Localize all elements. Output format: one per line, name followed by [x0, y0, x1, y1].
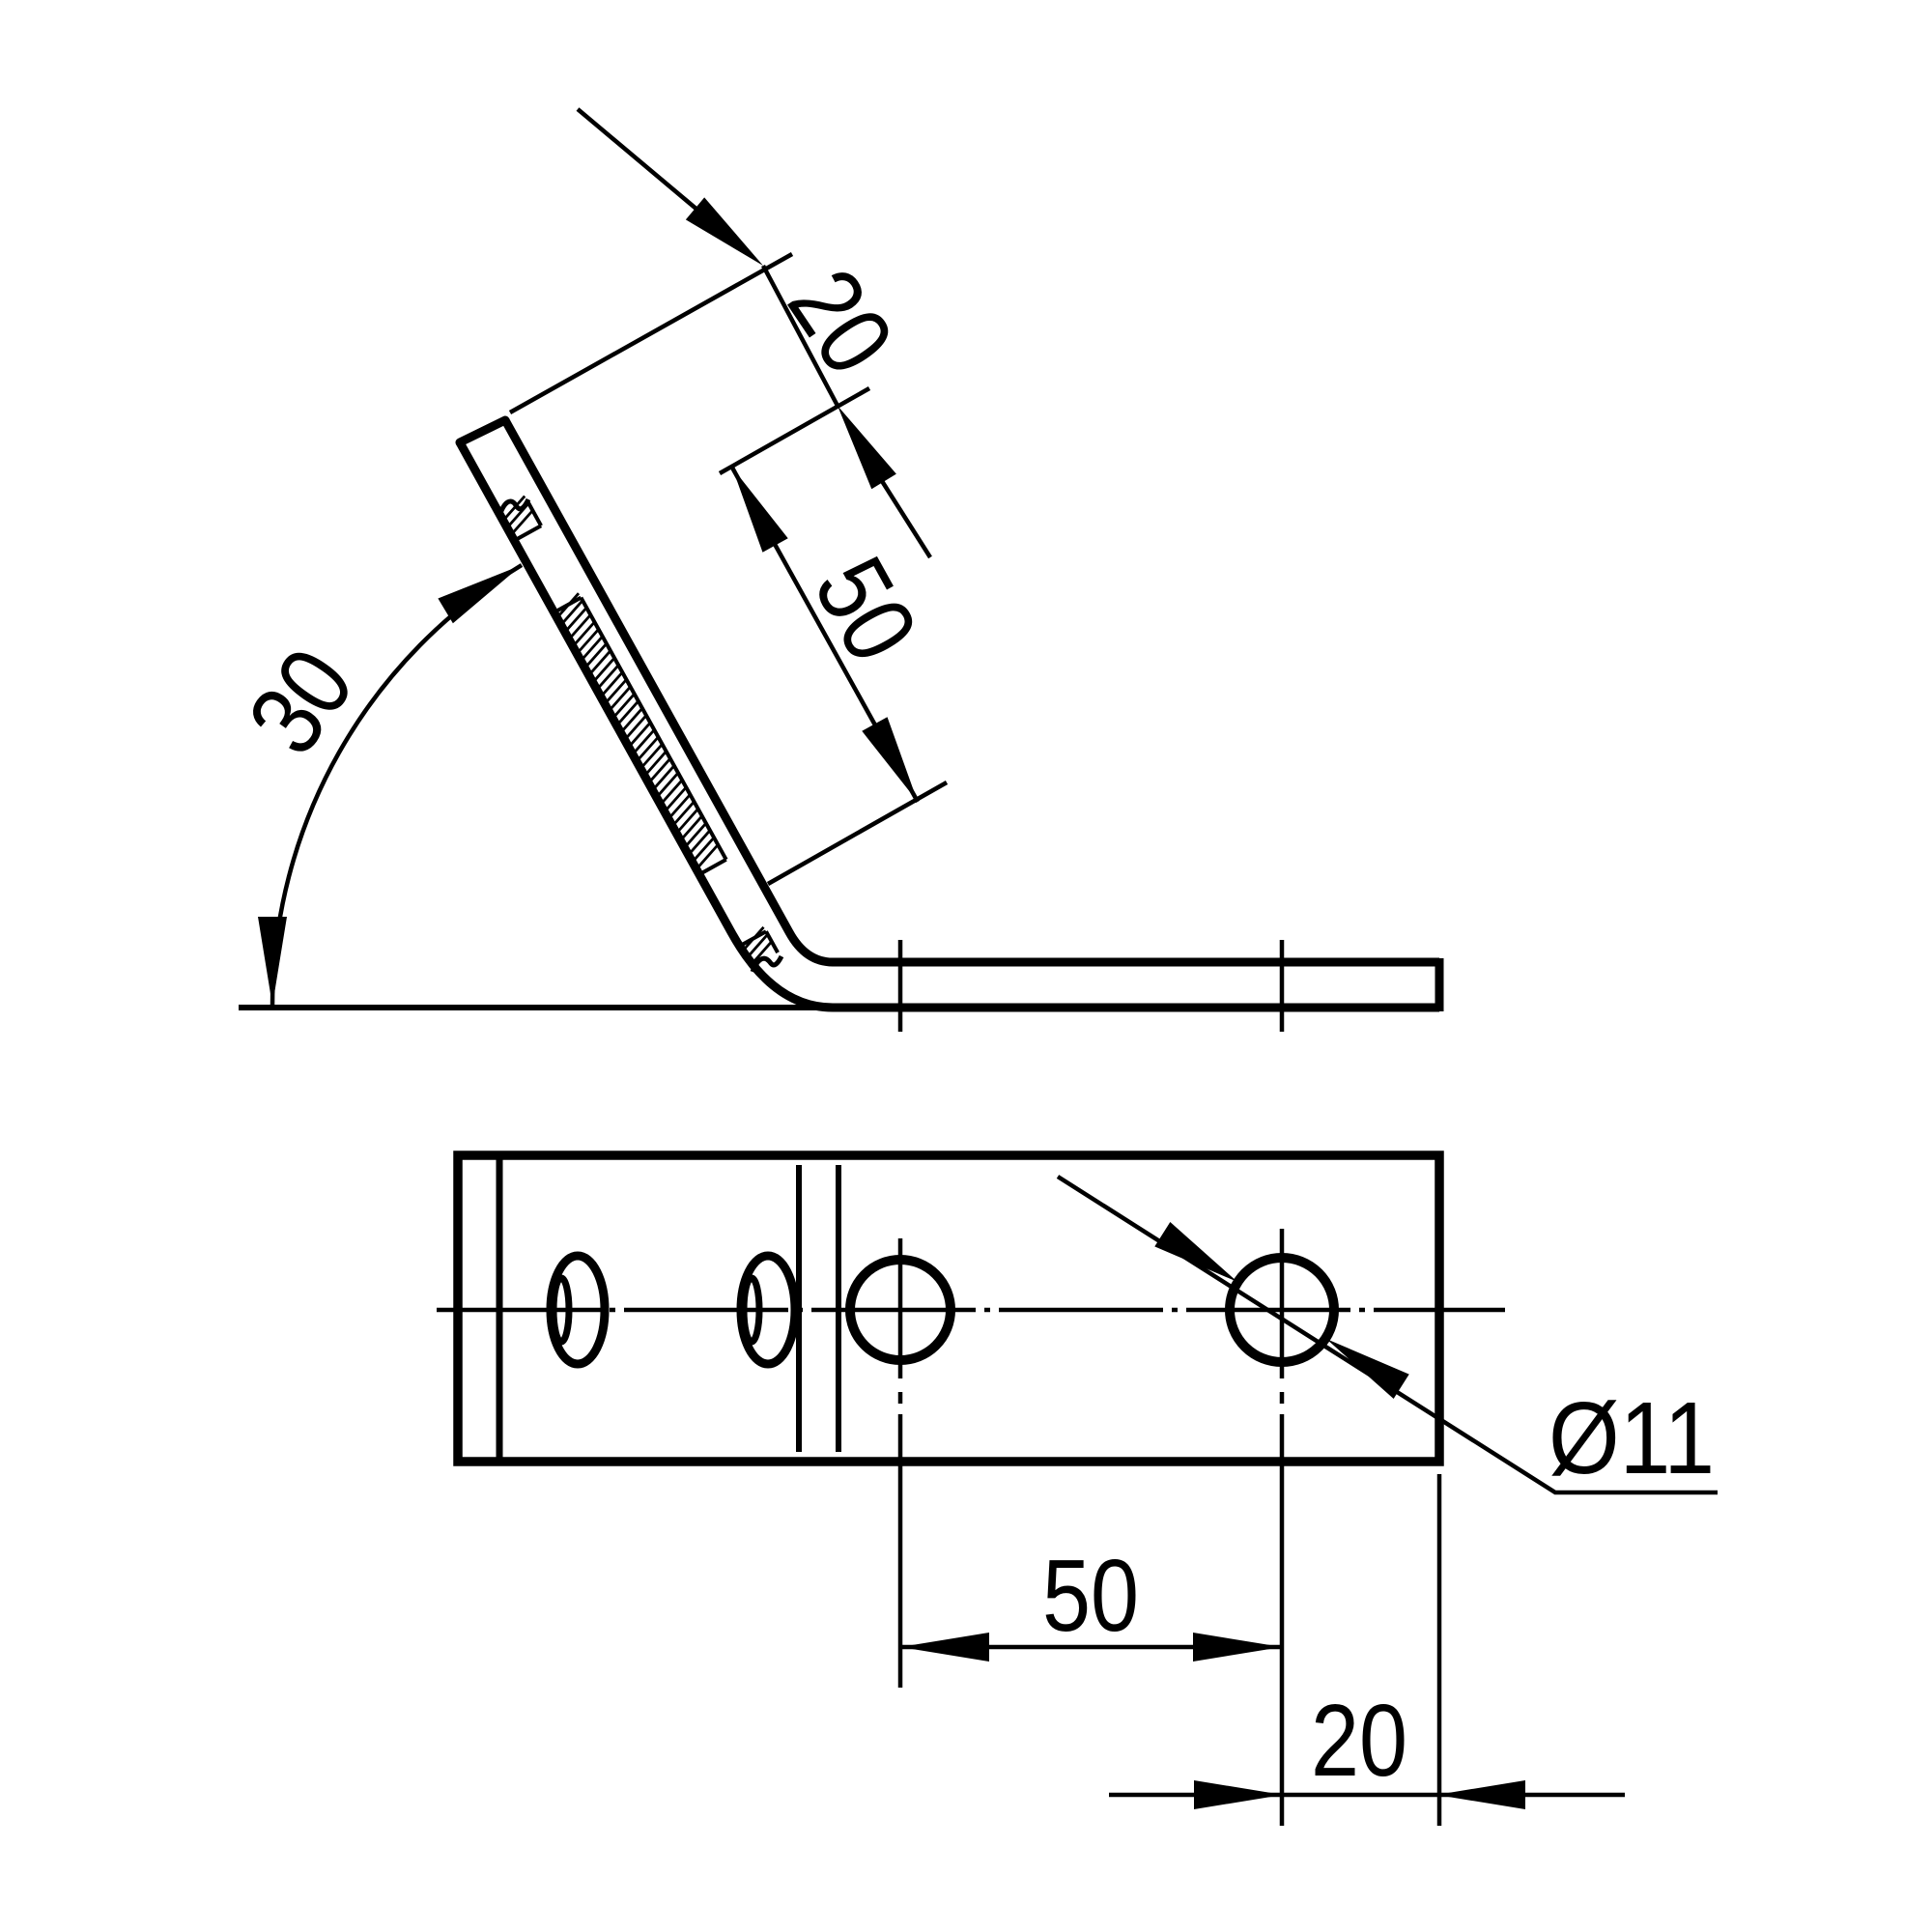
hatch-line: [643, 750, 668, 777]
hatch-line: [576, 628, 600, 654]
hole-edge-line: [514, 524, 543, 542]
hatch-line: [675, 808, 699, 834]
side-dim-50-label: 50: [792, 540, 939, 680]
diameter-leader-line: [1056, 1175, 1718, 1495]
extension-line: [766, 781, 949, 886]
hatch-line: [506, 502, 530, 528]
hatch-line: [583, 642, 608, 668]
arrowhead: [1326, 1339, 1409, 1399]
arrowhead: [838, 406, 896, 490]
hatch-line: [564, 607, 588, 633]
hatch-line: [611, 693, 636, 719]
hatch-line: [692, 837, 716, 863]
bracket-inner-edge: [501, 417, 1439, 967]
hatch-line: [560, 599, 584, 626]
hatch-line: [636, 736, 660, 762]
hatch-line: [660, 779, 684, 806]
hatch-line: [588, 649, 611, 676]
hatch-line: [620, 707, 643, 733]
hatch-line: [639, 743, 664, 769]
hatch-line: [656, 772, 680, 798]
hatch-line: [604, 678, 628, 705]
hatch-line: [741, 925, 765, 952]
hatch-line: [510, 509, 534, 536]
arrowhead: [258, 917, 287, 1006]
hatch-line: [596, 664, 620, 691]
hatch-line: [647, 757, 671, 783]
bracket-outer-edge: [456, 440, 1439, 1012]
break-wavy-line: [750, 954, 784, 973]
hatch-line: [502, 495, 526, 522]
arrowhead: [1154, 1222, 1237, 1282]
arrowhead: [900, 1633, 989, 1662]
hatch-line: [632, 728, 656, 755]
angle-30-label: 30: [227, 629, 376, 774]
plan-dim-20-label: 20: [1311, 1684, 1407, 1798]
hatch-line: [664, 786, 688, 812]
hatch-line: [556, 592, 581, 618]
dim-20-outer-shaft: [880, 479, 932, 559]
arrowhead: [862, 717, 918, 802]
section-hatching: [502, 495, 773, 967]
hatch-line: [580, 635, 604, 662]
hatch-line: [624, 714, 648, 741]
band-boundary: [525, 499, 543, 527]
angle-arc: [270, 563, 524, 1007]
hatch-line: [668, 793, 692, 820]
hatch-line: [684, 822, 707, 848]
hatch-line: [572, 621, 596, 647]
band-boundary: [579, 596, 728, 861]
hatch-line: [652, 764, 675, 791]
hatch-line: [615, 699, 639, 726]
hatch-line: [568, 613, 592, 640]
hole-edge-line: [698, 858, 727, 876]
hatch-line: [592, 657, 616, 683]
hatch-line: [671, 800, 696, 827]
arrowhead: [732, 468, 788, 553]
arrowhead: [1193, 1633, 1282, 1662]
hatch-line: [608, 685, 632, 712]
hole-diameter-label: Ø11: [1548, 1381, 1715, 1495]
hatch-line: [749, 940, 773, 967]
dimension-arrowheads: [258, 197, 1525, 1809]
hatch-line: [696, 843, 720, 870]
hatch-line: [745, 933, 769, 959]
arrowhead: [685, 197, 763, 266]
arrowhead: [1194, 1780, 1283, 1809]
arrowhead: [1436, 1780, 1525, 1809]
hatch-line: [600, 671, 624, 697]
plan-dim-50-label: 50: [1042, 1539, 1139, 1653]
hatch-line: [628, 722, 652, 748]
extension-line: [508, 252, 794, 414]
bracket-top-end-cap: [455, 415, 510, 447]
extension-line: [718, 386, 871, 475]
plan-view: [437, 1151, 1718, 1826]
dim-20-line: [761, 264, 839, 408]
dim-20-outer-shaft: [576, 107, 700, 213]
hatch-line: [688, 829, 712, 856]
side-dim-20-label: 20: [766, 250, 915, 394]
hatch-line: [679, 814, 703, 841]
arrowhead: [438, 565, 522, 624]
